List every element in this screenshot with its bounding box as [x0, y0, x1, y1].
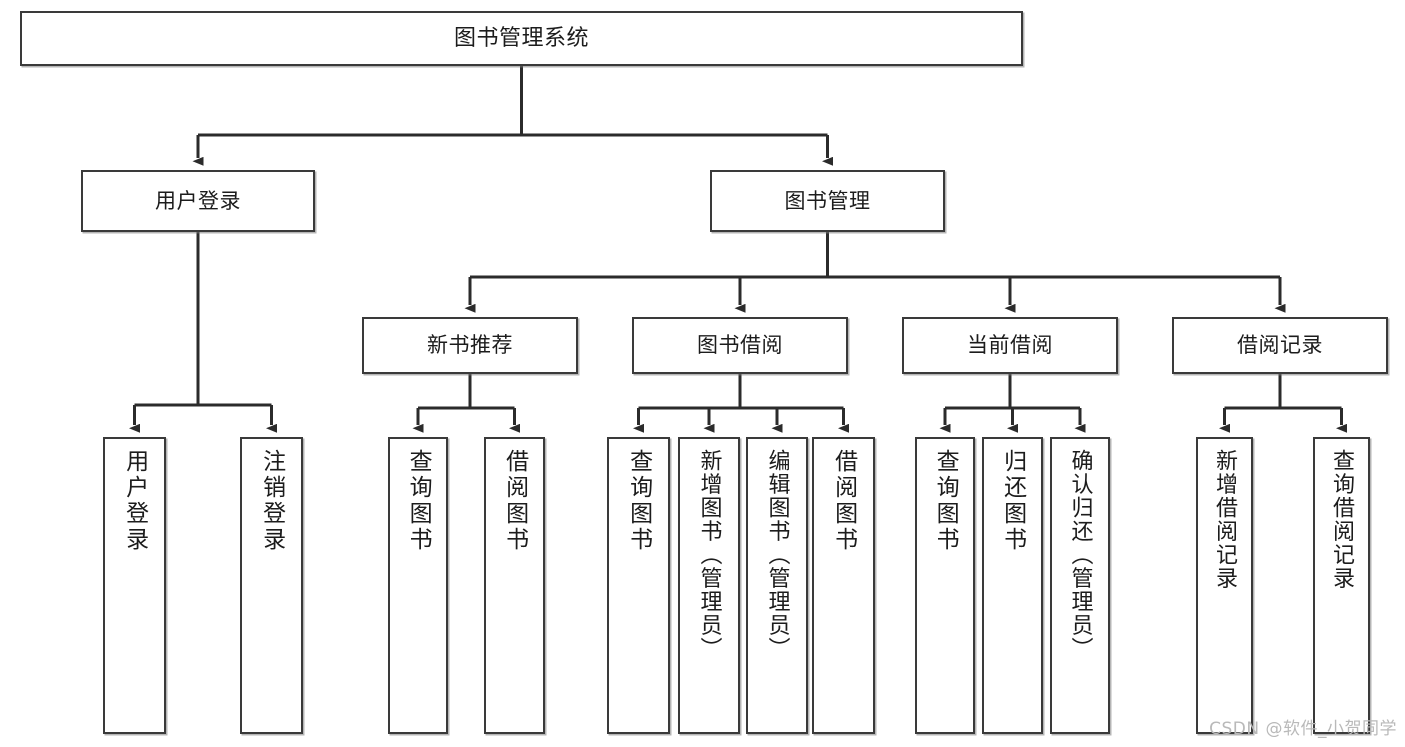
node-n-record[interactable]: 借阅记录	[1172, 317, 1388, 374]
node-label: 新书推荐	[427, 333, 513, 358]
node-l-login-2[interactable]: 注销登录	[240, 437, 303, 734]
node-l-new-1[interactable]: 查询图书	[388, 437, 448, 734]
node-label: 新增借阅记录	[1212, 449, 1238, 590]
node-label: 用户登录	[121, 449, 148, 553]
node-l-cur-3[interactable]: 确认归还（管理员）	[1050, 437, 1110, 734]
node-label: 借阅图书	[830, 449, 857, 553]
node-l-new-2[interactable]: 借阅图书	[484, 437, 545, 734]
node-label: 查询借阅记录	[1329, 449, 1355, 590]
node-n-newbook[interactable]: 新书推荐	[362, 317, 578, 374]
node-label: 查询图书	[625, 449, 652, 553]
node-label: 注销登录	[258, 449, 285, 553]
node-label: 查询图书	[932, 449, 959, 553]
node-label: 用户登录	[155, 188, 241, 213]
node-label: 归还图书	[999, 449, 1026, 553]
node-label: 借阅图书	[501, 449, 528, 553]
node-l-rec-1[interactable]: 新增借阅记录	[1196, 437, 1253, 734]
node-label: 图书管理系统	[453, 25, 589, 51]
node-label: 图书管理	[784, 188, 871, 213]
node-root[interactable]: 图书管理系统	[20, 11, 1023, 66]
node-l-rec-2[interactable]: 查询借阅记录	[1313, 437, 1370, 734]
node-l-bor-4[interactable]: 借阅图书	[812, 437, 875, 734]
node-l-login-1[interactable]: 用户登录	[103, 437, 166, 734]
node-label: 图书借阅	[697, 333, 783, 358]
node-label: 确认归还（管理员）	[1067, 449, 1093, 661]
node-label: 借阅记录	[1237, 333, 1323, 358]
node-l-bor-1[interactable]: 查询图书	[607, 437, 670, 734]
node-label: 新增图书（管理员）	[696, 449, 722, 661]
node-n-borrow[interactable]: 图书借阅	[632, 317, 848, 374]
node-n-login[interactable]: 用户登录	[81, 170, 315, 232]
node-label: 查询图书	[405, 449, 432, 553]
node-l-bor-2[interactable]: 新增图书（管理员）	[678, 437, 740, 734]
csdn-watermark: CSDN @软件_小贺同学	[1209, 719, 1397, 739]
node-l-cur-1[interactable]: 查询图书	[915, 437, 975, 734]
node-n-current[interactable]: 当前借阅	[902, 317, 1118, 374]
node-label: 编辑图书（管理员）	[764, 449, 790, 661]
node-l-bor-3[interactable]: 编辑图书（管理员）	[746, 437, 808, 734]
node-label: 当前借阅	[967, 333, 1053, 358]
node-l-cur-2[interactable]: 归还图书	[982, 437, 1043, 734]
node-n-bookmgmt[interactable]: 图书管理	[710, 170, 945, 232]
